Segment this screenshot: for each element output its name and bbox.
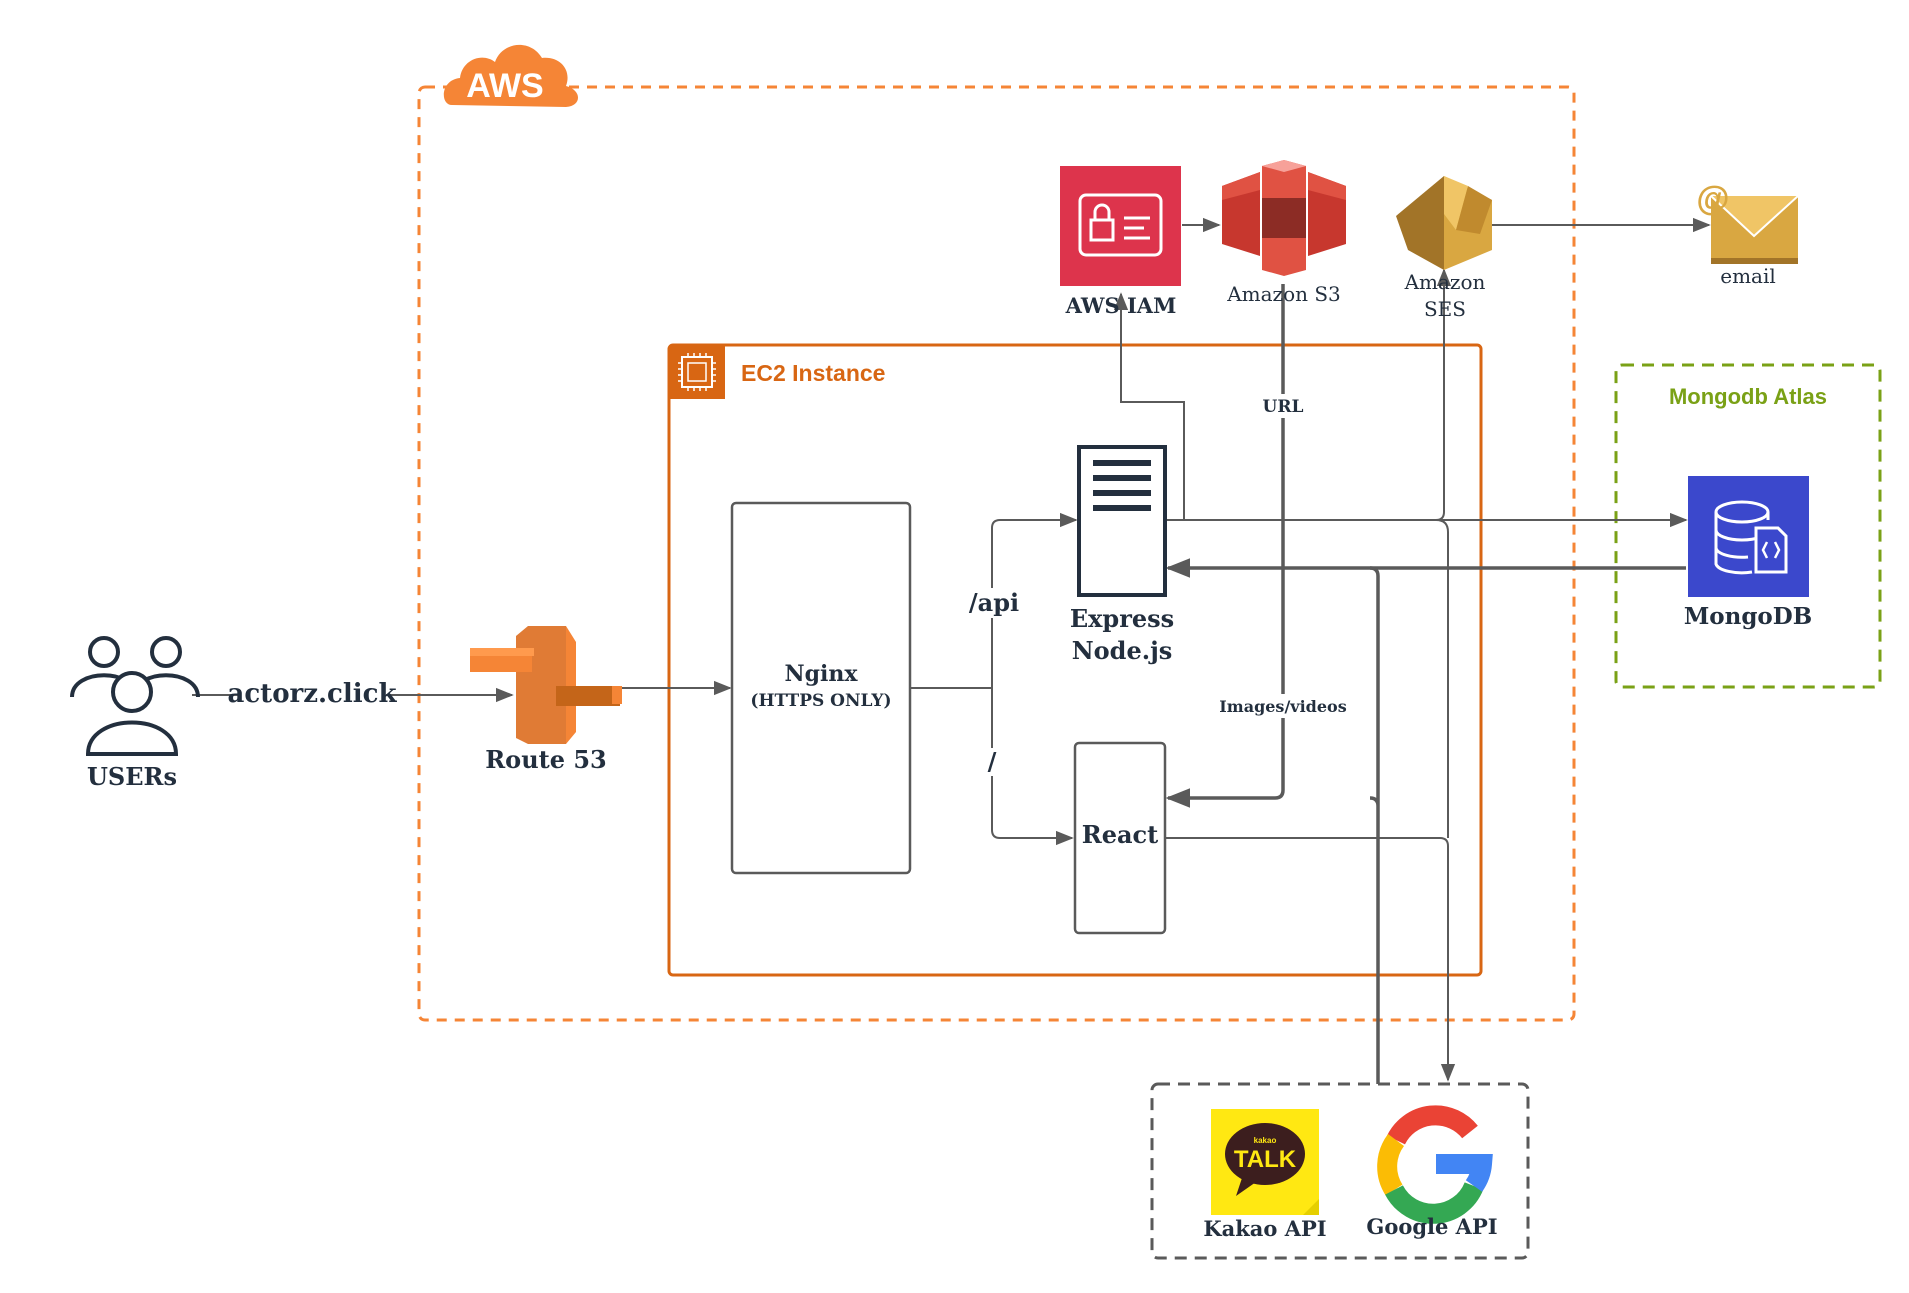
url-label-bg [1262, 394, 1304, 418]
express-label-line1: Express [1070, 604, 1174, 633]
media-label-bg [1226, 694, 1340, 718]
google-label: Google API [1366, 1214, 1497, 1239]
s3-bucket-icon [1222, 160, 1346, 276]
users-label: USERs [87, 762, 177, 791]
route53-label: Route 53 [485, 745, 607, 774]
kakao-logo-small: kakao [1254, 1136, 1277, 1145]
react-node [1073, 741, 1167, 935]
external-api-boundary [1150, 1082, 1530, 1260]
connectors [192, 217, 1711, 1082]
react-label: React [1082, 820, 1158, 849]
domain-label: actorz.click [228, 679, 398, 709]
route53-icon [470, 626, 622, 744]
media-label: Images/videos [1219, 697, 1346, 716]
edge-nginx-express [911, 512, 1078, 689]
aws-cloud-boundary [417, 85, 1576, 1022]
edge-kakao-react [1369, 566, 1380, 1084]
aws-cloud-badge: AWS [443, 44, 578, 107]
edge-express-google [1435, 519, 1449, 838]
ec2-group-title: EC2 Instance [741, 360, 885, 386]
edge-nginx-react [991, 688, 1074, 846]
edge-express-ses [1184, 268, 1452, 521]
aws-cloud-icon [443, 44, 578, 107]
iam-icon [1060, 166, 1181, 286]
api-path-label-bg [968, 588, 1016, 618]
database-icon [1688, 476, 1809, 597]
email-label: email [1720, 264, 1776, 288]
root-path-label-bg [982, 748, 1002, 776]
atlas-group-title: Mongodb Atlas [1669, 384, 1827, 409]
ec2-instance-boundary [667, 343, 1483, 977]
express-label-line2: Node.js [1072, 636, 1173, 665]
thick-connectors [1165, 284, 1686, 1084]
nginx-node [730, 501, 912, 875]
kakao-label: Kakao API [1203, 1216, 1326, 1241]
kakaotalk-icon: kakao TALK [1211, 1109, 1319, 1215]
ec2-chip-icon [669, 345, 725, 399]
ses-label-line2: SES [1424, 297, 1466, 321]
kakao-logo-text: TALK [1234, 1146, 1297, 1173]
nginx-label: Nginx [785, 661, 859, 687]
edge-react-google [1166, 837, 1456, 1082]
email-icon [1710, 195, 1799, 264]
users-icon [70, 636, 200, 756]
ses-icon [1396, 176, 1492, 270]
domain-label-bg [238, 676, 386, 710]
mongodb-label: MongoDB [1684, 603, 1812, 630]
aws-group-title: AWS [466, 67, 543, 105]
ses-label-line1: Amazon [1404, 270, 1486, 294]
root-path-label: / [988, 747, 997, 776]
mongodb-atlas-boundary [1614, 363, 1882, 689]
email-at-symbol: @ [1696, 180, 1729, 218]
api-path-label: /api [969, 588, 1019, 617]
iam-label: AWS IAM [1065, 293, 1177, 318]
google-g-icon [1377, 1105, 1493, 1224]
url-label: URL [1263, 397, 1304, 417]
edge-s3-react [1165, 284, 1285, 808]
nginx-sublabel: (HTTPS ONLY) [750, 691, 891, 711]
s3-label: Amazon S3 [1226, 282, 1341, 306]
server-icon [1077, 445, 1167, 597]
